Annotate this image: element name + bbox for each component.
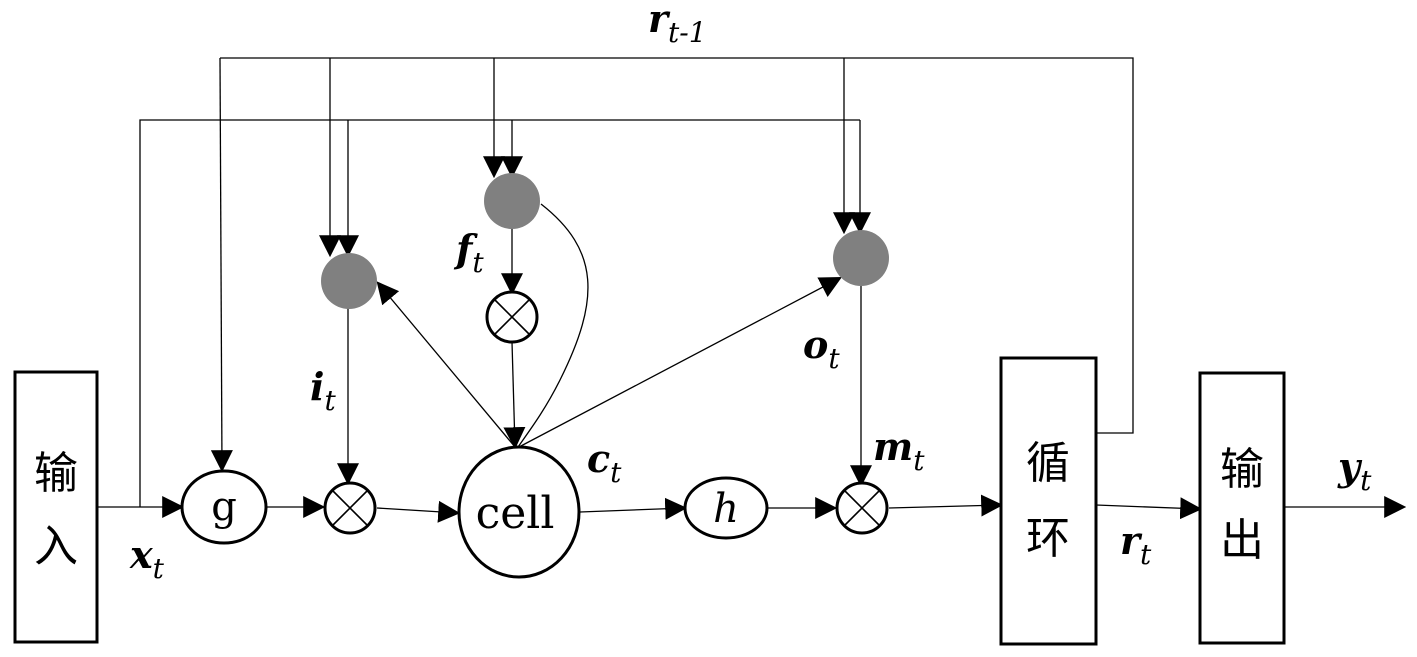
h-node: h: [683, 476, 769, 540]
main-flow: [97, 494, 1407, 523]
recurrent-block: 循 环: [999, 356, 1098, 646]
arrow-mult-f-to-cell: [503, 341, 526, 450]
arrow-cell-to-o: [518, 276, 842, 448]
input-block: 输 入: [13, 370, 99, 644]
recurrent-block-label-2: 环: [1026, 513, 1070, 564]
arrow-mult-o-to-recurrent: [888, 494, 1004, 517]
g-node-label: g: [211, 484, 237, 530]
output-gate: [833, 230, 889, 286]
output-block-label-1: 输: [1220, 444, 1264, 495]
label-r-t-minus-1: rt-1: [648, 0, 707, 49]
forget-gate: [484, 173, 540, 229]
recurrent-block-label-1: 循: [1026, 438, 1070, 489]
output-block: 输 出: [1198, 371, 1286, 645]
recurrent-feedback-bus: [220, 57, 1134, 434]
multiply-i-node: [323, 481, 377, 535]
input-block-label-2: 入: [34, 521, 78, 572]
gate-connections: [337, 203, 872, 488]
label-x-t: xt: [129, 532, 165, 585]
g-node: g: [180, 469, 268, 545]
h-node-label: h: [713, 486, 739, 532]
feedback-lines: [139, 57, 1134, 507]
cell-node: cell: [457, 445, 581, 579]
label-c-t: ct: [587, 436, 622, 489]
label-f-t: ft: [453, 226, 484, 279]
multiply-f-node: [485, 290, 539, 344]
label-r-t: rt: [1120, 518, 1152, 571]
input-feedback-bus: [139, 119, 860, 507]
output-block-label-2: 出: [1220, 515, 1264, 566]
input-block-label-1: 输: [34, 448, 78, 499]
arrow-cell-to-i: [376, 281, 516, 448]
input-gate: [321, 253, 377, 309]
label-m-t: mt: [873, 424, 925, 477]
multiply-o-node: [835, 481, 889, 535]
arrow-to-g: [210, 57, 233, 473]
label-o-t: ot: [803, 322, 840, 375]
label-i-t: it: [310, 364, 336, 417]
arrow-cell-to-h: [579, 497, 688, 520]
label-y-t: yt: [1337, 444, 1372, 497]
arrow-recurrent-to-output: [1095, 497, 1203, 520]
arrow-mult-i-to-cell: [376, 500, 461, 523]
curve-f-to-cell: [517, 203, 589, 448]
cell-node-label: cell: [476, 488, 555, 539]
